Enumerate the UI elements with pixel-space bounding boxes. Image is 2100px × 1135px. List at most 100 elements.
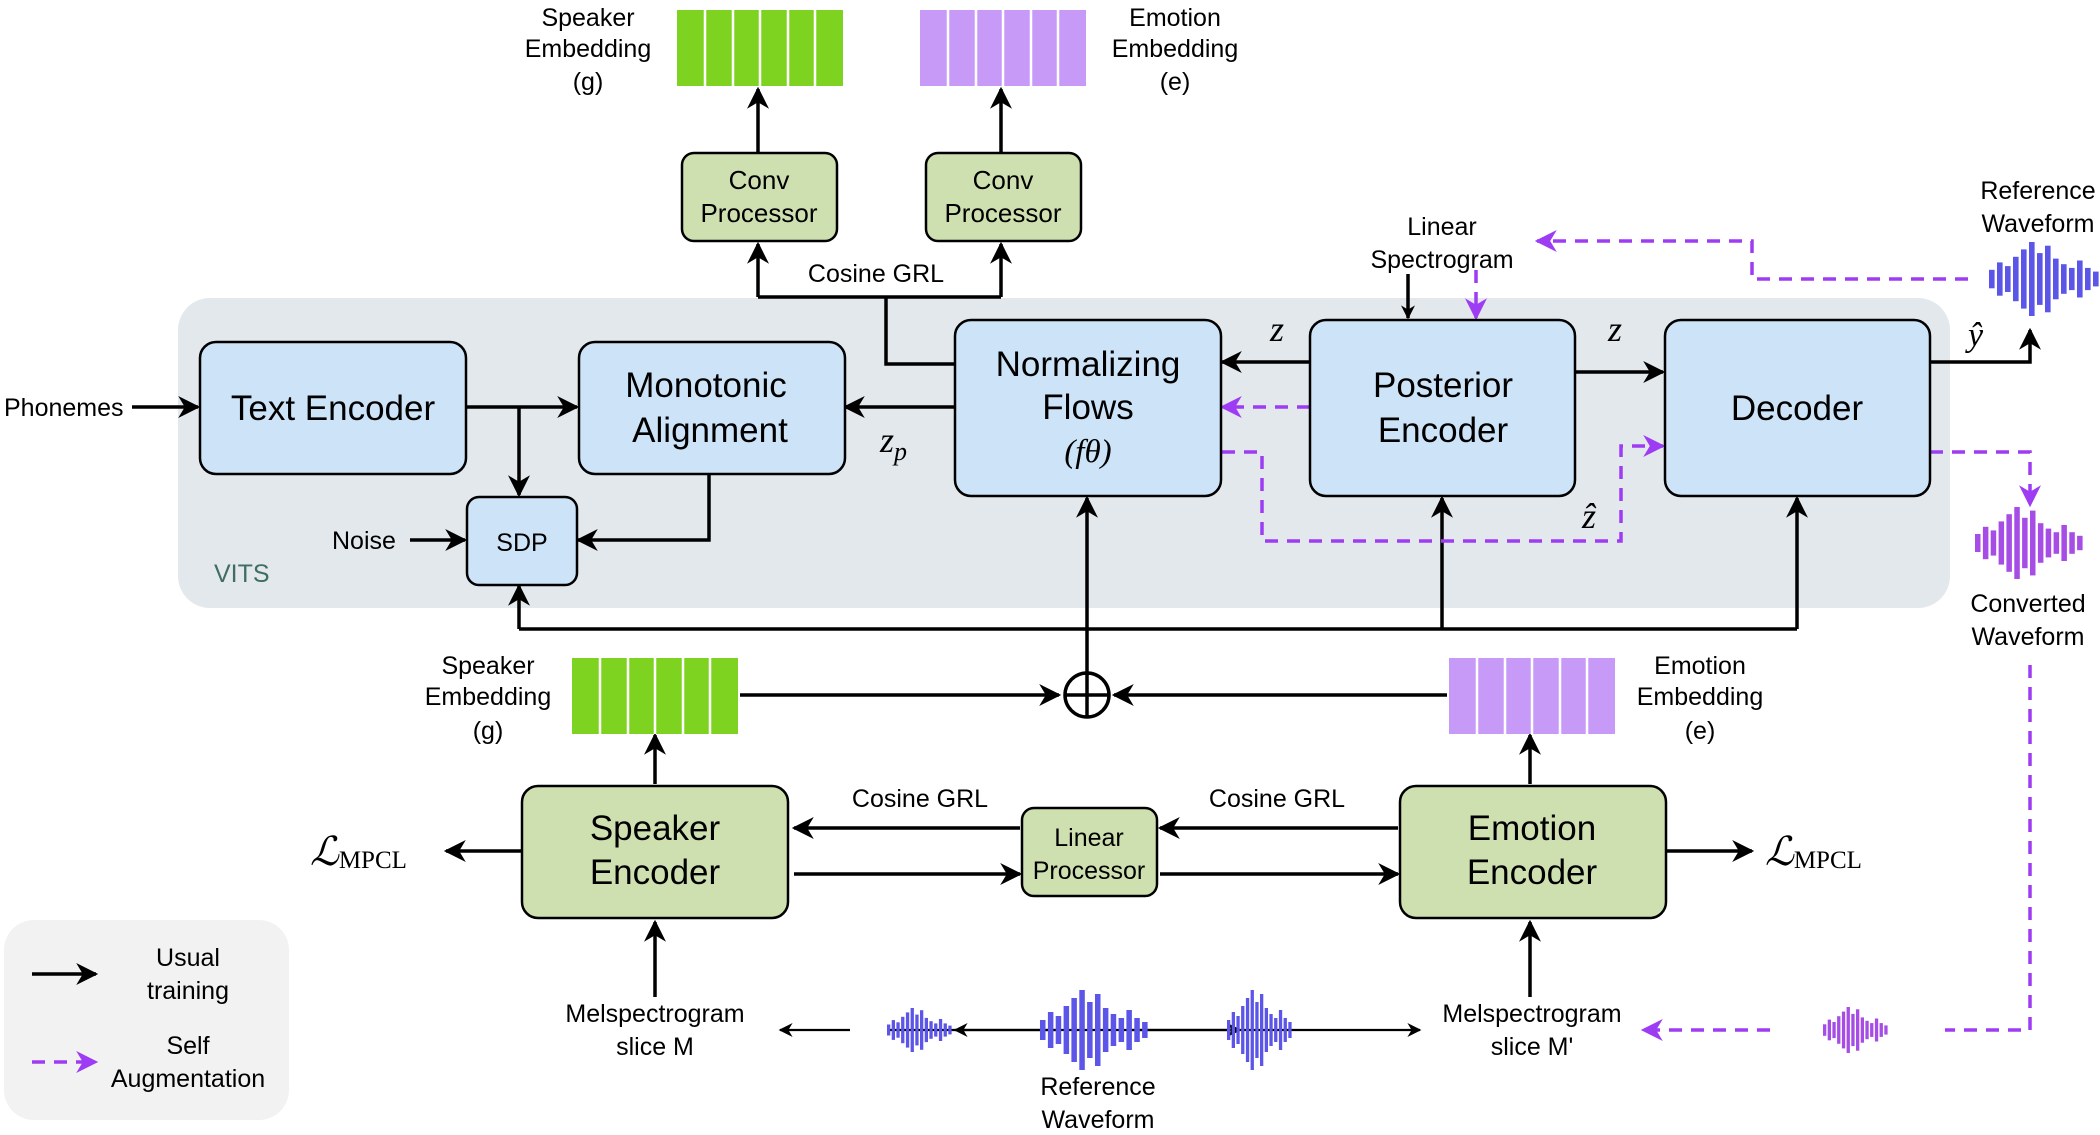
waveform-slice-left-bar: [887, 1024, 891, 1036]
posterior-encoder-label-1: Posterior: [1373, 366, 1513, 405]
converted-waveform-label-2: Waveform: [1972, 623, 2085, 651]
speaker-encoder-label-1: Speaker: [590, 809, 721, 848]
waveform-slice-left-bar: [929, 1021, 933, 1039]
cosine-grl-top-label: Cosine GRL: [808, 260, 944, 288]
converted-waveform-bar: [2045, 528, 2052, 558]
reference-waveform-center-bar: [1087, 1002, 1093, 1058]
speaker-encoder-label-2: Encoder: [590, 853, 721, 892]
phonemes-label: Phonemes: [4, 394, 124, 422]
normalizing-flows-label-1: Normalizing: [996, 345, 1181, 384]
waveform-slice-left-bar: [915, 1014, 919, 1046]
waveform-slice-left-bar: [901, 1016, 905, 1044]
line-flows-grl: [884, 297, 955, 366]
conv-processor-right-label-2: Processor: [944, 198, 1061, 228]
waveform-slice-right-bar: [1227, 1020, 1231, 1040]
waveform-slice-left-bar: [938, 1019, 943, 1041]
converted-waveform-bar: [2022, 517, 2028, 569]
mel-slice-m-prime-label-2: slice M': [1491, 1033, 1574, 1061]
waveform-slice-left-bar: [896, 1022, 900, 1038]
converted-waveform-bar: [2014, 507, 2020, 579]
converted-waveform-label-1: Converted: [1970, 590, 2085, 618]
reference-waveform-center-bar: [1118, 1018, 1125, 1042]
speaker-embedding-bottom-label-2: Embedding: [425, 683, 551, 711]
cosine-grl-left-label: Cosine GRL: [852, 785, 988, 813]
f-theta-label: (fθ): [1064, 434, 1111, 470]
linear-spectrogram-label-2: Spectrogram: [1370, 246, 1513, 274]
mpcl-loss-right: ℒMPCL: [1765, 829, 1862, 874]
waveform-slice-left-bar: [924, 1017, 928, 1043]
legend-usual-training-2: training: [147, 977, 229, 1005]
sdp-label: SDP: [496, 529, 547, 557]
z-label-right: z: [1607, 309, 1622, 349]
waveform-slice-right-bar: [1288, 1022, 1292, 1038]
reference-waveform-top-bar: [2029, 242, 2035, 316]
reference-waveform-center-bar: [1071, 998, 1077, 1062]
waveform-slice-right-bar: [1260, 994, 1264, 1066]
emotion-encoder-label-2: Encoder: [1467, 853, 1598, 892]
augmented-waveform-slice-bar: [1860, 1017, 1864, 1043]
reference-waveform-center-bar: [1134, 1018, 1140, 1042]
conv-processor-right-block: Conv Processor: [924, 151, 1083, 243]
reference-waveform-center-bar: [1063, 1006, 1070, 1054]
waveform-slice-right-bar: [1241, 1006, 1245, 1054]
conv-processor-right-label-1: Conv: [973, 165, 1034, 195]
augmented-waveform-slice-bar: [1832, 1022, 1836, 1039]
waveform-slice-left-bar: [910, 1008, 914, 1052]
z-label-left: z: [1269, 309, 1284, 349]
monotonic-alignment-label-1: Monotonic: [625, 366, 786, 405]
waveform-slice-right-icon: [1227, 990, 1292, 1070]
waveform-slice-left-bar: [934, 1023, 938, 1037]
linear-processor-block: Linear Processor: [1020, 806, 1159, 898]
linear-processor-label-1: Linear: [1054, 824, 1124, 852]
reference-waveform-center-bar: [1102, 1008, 1109, 1052]
mpcl-loss-left: ℒMPCL: [310, 829, 407, 874]
zp-label: zp: [879, 420, 907, 466]
reference-waveform-top-bar: [1997, 262, 2003, 296]
conv-processor-left-block: Conv Processor: [680, 151, 839, 243]
legend-self-augmentation-1: Self: [166, 1032, 209, 1060]
speaker-embedding-bottom-label-1: Speaker: [441, 652, 534, 680]
reference-waveform-top-bar: [2021, 249, 2027, 309]
converted-waveform-bar: [2030, 510, 2036, 576]
decoder-label: Decoder: [1731, 389, 1864, 428]
waveform-slice-left-bar: [948, 1025, 952, 1035]
waveform-slice-right-bar: [1236, 1016, 1240, 1044]
augmented-waveform-slice-bar: [1851, 1013, 1855, 1047]
conv-processor-left-label-2: Processor: [700, 198, 817, 228]
converted-waveform-bar: [2037, 523, 2044, 563]
z-hat-label: ẑ: [1581, 496, 1597, 536]
speaker-embedding-top-label-1: Speaker: [541, 4, 634, 32]
reference-waveform-center-bar: [1095, 994, 1101, 1066]
augmented-waveform-slice-bar: [1823, 1024, 1827, 1036]
augmented-waveform-slice-icon: [1823, 1007, 1888, 1053]
waveform-slice-right-bar: [1231, 1012, 1235, 1048]
dash-converted-down: [1945, 665, 2032, 1032]
speaker-encoder-block: Speaker Encoder: [520, 784, 790, 920]
converted-waveform-bar: [1990, 530, 1997, 556]
legend: Usual training Self Augmentation: [4, 920, 289, 1120]
conv-processor-left-label-1: Conv: [729, 165, 790, 195]
dash-flows-decoder-zhat: [1222, 435, 1666, 543]
waveform-slice-right-bar: [1278, 1010, 1283, 1050]
posterior-encoder-block: Posterior Encoder: [1308, 318, 1577, 498]
emotion-embedding-top-label-3: (e): [1160, 68, 1191, 96]
reference-waveform-top-bar: [2061, 264, 2067, 294]
waveform-slice-right-bar: [1274, 1018, 1278, 1042]
linear-spectrogram-label-1: Linear: [1407, 213, 1477, 241]
waveform-slice-left-icon: [887, 1008, 952, 1052]
reference-waveform-top-label-1: Reference: [1980, 177, 2095, 205]
reference-waveform-center-bar: [1079, 990, 1085, 1070]
reference-waveform-top-icon: [1989, 242, 2099, 316]
reference-waveform-bottom-label-2: Waveform: [1042, 1106, 1155, 1134]
reference-waveform-top-bar: [2005, 266, 2011, 292]
speaker-embedding-top-label-3: (g): [573, 68, 604, 96]
reference-waveform-top-bar: [2069, 267, 2075, 291]
emotion-embedding-bottom-label-1: Emotion: [1654, 652, 1746, 680]
reference-waveform-top-bar: [2093, 271, 2099, 287]
reference-waveform-top-bar: [1989, 269, 1995, 289]
converted-waveform-icon: [1975, 507, 2083, 579]
waveform-slice-left-bar: [891, 1020, 895, 1040]
emotion-embedding-top-label-1: Emotion: [1129, 4, 1221, 32]
